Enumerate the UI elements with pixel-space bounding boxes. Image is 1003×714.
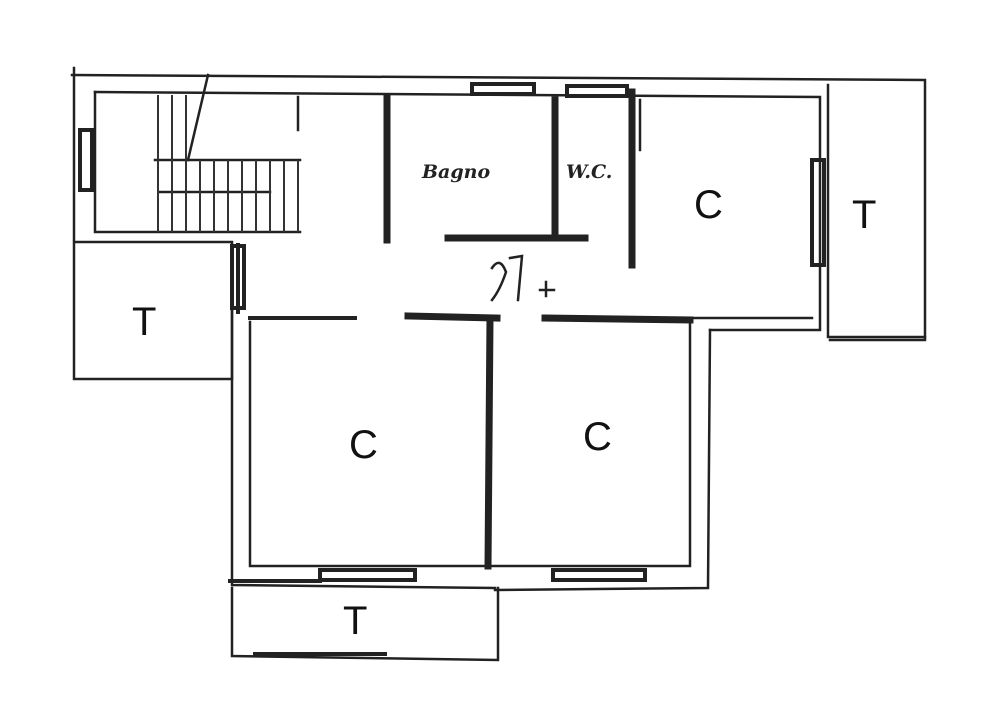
corridor-wall-right (541, 314, 694, 324)
outer-wall-inner-top (93, 90, 822, 332)
room-label-bedroom-bottom-right: C (583, 415, 612, 459)
outer-wall-bottom-inner (248, 320, 692, 568)
terrace-bottom-outline (230, 586, 500, 662)
room-label-bathroom: Bagno (421, 161, 490, 183)
window-wc (565, 84, 629, 98)
outer-wall-right-lower (493, 328, 712, 592)
room-label-terrace-top-right: T (852, 193, 876, 237)
stair-arrow (186, 73, 210, 162)
windows (78, 82, 826, 582)
door-swing-sketch-3 (538, 280, 556, 298)
outer-walls (70, 66, 927, 592)
corridor-wall-mid (404, 312, 501, 322)
room-label-wc: W.C. (566, 161, 612, 183)
window-terrace-left (230, 244, 246, 310)
terrace-left-outline (72, 240, 234, 381)
room-label-terrace-bottom: T (343, 599, 367, 643)
room-label-terrace-left: T (132, 300, 156, 344)
interior-walls (236, 88, 814, 570)
window-bedroom-left (318, 568, 417, 582)
room-label-bedroom-bottom-left: C (349, 423, 378, 467)
door-swing-sketch (490, 261, 508, 302)
door-swing-sketch-2 (508, 254, 524, 302)
outer-wall-top (70, 73, 927, 342)
room-label-bedroom-top-right: C (694, 183, 723, 227)
door-sketches (490, 254, 556, 302)
bedroom-divider (484, 314, 494, 570)
staircase (93, 73, 302, 234)
window-stair (78, 128, 94, 192)
window-bedroom-mid (551, 568, 647, 582)
terraces (72, 240, 927, 662)
window-bathroom (470, 82, 536, 96)
window-bedroom-right (810, 158, 826, 267)
